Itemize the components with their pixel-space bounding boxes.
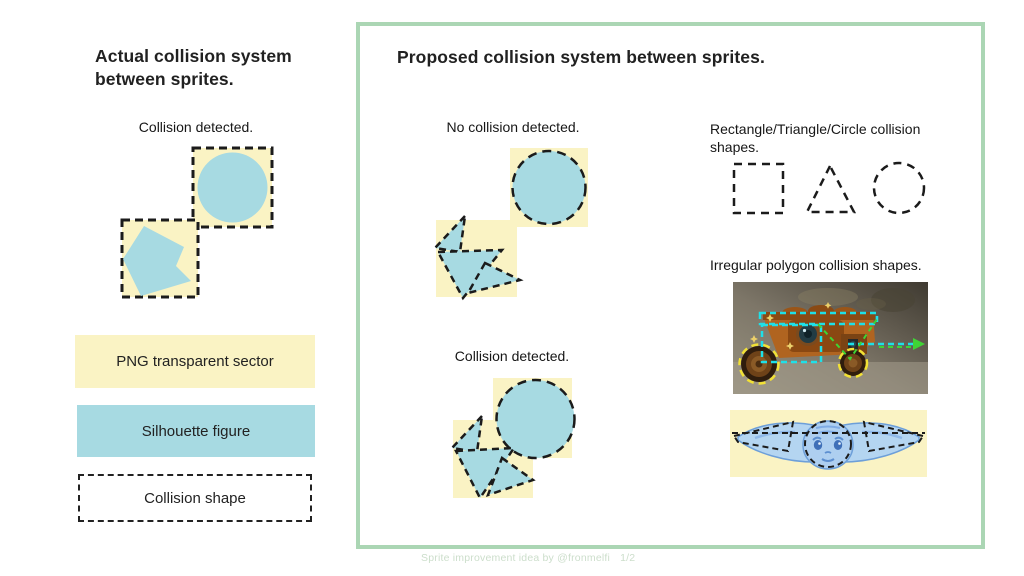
legend-silhouette: Silhouette figure xyxy=(77,405,315,457)
collision-caption: Collision detected. xyxy=(454,348,570,364)
rear-wheel-collision-circle xyxy=(837,347,869,379)
legend-png-transparent-label: PNG transparent sector xyxy=(116,353,274,370)
legend-collision-shape-label: Collision shape xyxy=(144,489,246,507)
basic-collision-shapes-figure xyxy=(732,161,926,215)
face-collision-circle xyxy=(804,420,852,468)
left-figure-caption: Collision detected. xyxy=(138,119,254,135)
no-collision-figure xyxy=(432,148,588,301)
circle-collision-shape-icon xyxy=(872,161,926,215)
actual-collision-figure xyxy=(120,146,274,299)
vehicle-collision-photo xyxy=(733,282,928,394)
vehicle-vector-lines xyxy=(817,318,878,361)
front-wheel-collision-circle xyxy=(738,343,780,385)
left-wing-collision-polygon xyxy=(732,420,795,453)
collision-figure xyxy=(449,378,576,501)
vehicle-cab-collision-rect xyxy=(760,323,823,364)
right-wing-collision-polygon xyxy=(862,420,925,453)
irregular-caption: Irregular polygon collision shapes. xyxy=(710,257,922,273)
winged-sprite-collision-figure xyxy=(730,410,927,477)
left-section-title: Actual collision system between sprites. xyxy=(95,46,292,90)
page-indicator: 1/2 xyxy=(620,552,636,564)
basic-shapes-caption: Rectangle/Triangle/Circle collision shap… xyxy=(710,121,921,156)
rectangle-collision-shape-icon xyxy=(732,162,785,215)
no-collision-caption: No collision detected. xyxy=(446,119,580,135)
triangle-collision-shape-icon xyxy=(804,163,857,214)
legend-collision-shape: Collision shape xyxy=(78,474,312,522)
legend-png-transparent: PNG transparent sector xyxy=(75,335,315,388)
vehicle-arrowhead xyxy=(913,338,925,350)
vehicle-body-collision-rect xyxy=(758,311,879,326)
legend-silhouette-label: Silhouette figure xyxy=(141,422,251,440)
credit-text: Sprite improvement idea by @fronmelfi xyxy=(421,552,611,564)
right-panel-title: Proposed collision system between sprite… xyxy=(397,47,765,67)
footer-credit: Sprite improvement idea by @fronmelfi 1/2 xyxy=(421,552,681,564)
